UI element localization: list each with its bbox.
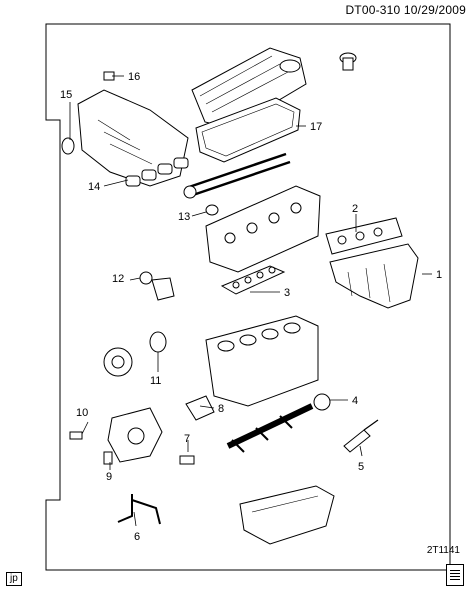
- thermostat-housing: [139, 271, 175, 301]
- callout-2: 2: [352, 203, 358, 215]
- sealant-tube: [343, 419, 379, 453]
- illustration-reference: 2T1141: [426, 545, 460, 556]
- callout-9: 9: [106, 471, 112, 483]
- cylinder-head-gasket: [220, 265, 286, 295]
- callout-8: 8: [218, 403, 224, 415]
- callout-12: 12: [112, 273, 124, 285]
- callout-17: 17: [310, 121, 322, 133]
- camshaft-seal: [205, 204, 219, 216]
- callout-10: 10: [76, 407, 88, 419]
- cylinder-head: [205, 185, 321, 273]
- rear-main-seal: [313, 393, 331, 411]
- drain-plug: [179, 455, 195, 465]
- water-pump-gasket: [149, 331, 167, 353]
- front-seal-retainer: [185, 395, 215, 421]
- oil-pump: [107, 407, 163, 463]
- valve-cover: [191, 47, 307, 129]
- callout-11: 11: [150, 375, 161, 387]
- exhaust-manifold-gasket: [325, 217, 403, 255]
- callout-7: 7: [184, 433, 190, 445]
- document-icon: [446, 564, 464, 586]
- callout-5: 5: [358, 461, 364, 473]
- camshafts: [183, 152, 291, 199]
- oil-pan: [239, 485, 335, 545]
- intake-manifold-gaskets: [125, 157, 189, 187]
- jp-badge: jp: [6, 572, 22, 586]
- callout-6: 6: [134, 531, 140, 543]
- diagram-code-date: DT00-310 10/29/2009: [345, 3, 466, 17]
- callout-15: 15: [60, 89, 72, 101]
- crankshaft: [226, 403, 314, 453]
- callout-3: 3: [284, 287, 290, 299]
- callout-14: 14: [88, 181, 100, 193]
- oil-filler-cap: [339, 52, 357, 71]
- oil-pump-bolt: [69, 431, 83, 440]
- callout-16: 16: [128, 71, 140, 83]
- callout-4: 4: [352, 395, 358, 407]
- kit-boundary-outline: [45, 23, 451, 571]
- engine-block: [205, 315, 319, 407]
- water-pump: [103, 347, 133, 377]
- valve-cover-gasket: [195, 97, 301, 163]
- pressure-switch: [103, 451, 113, 465]
- intake-manifold: [61, 89, 189, 187]
- oil-pickup-tube: [117, 494, 161, 525]
- exhaust-manifold: [329, 243, 419, 309]
- callout-1: 1: [436, 269, 442, 281]
- callout-leader-lines: [69, 75, 432, 527]
- callout-13: 13: [178, 211, 190, 223]
